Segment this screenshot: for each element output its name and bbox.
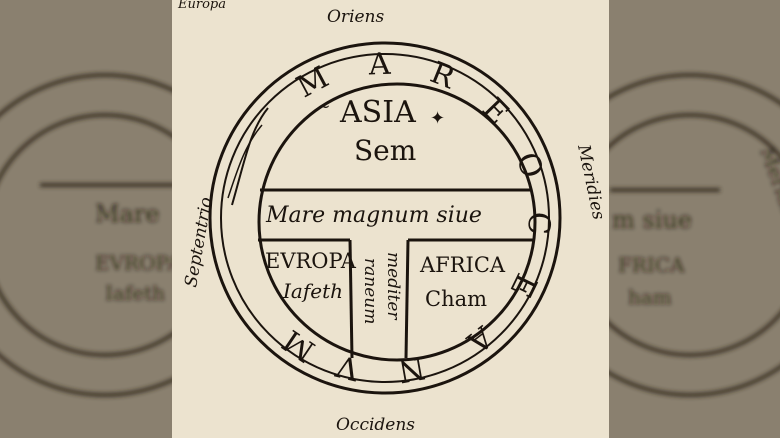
europe-son-label: Iafeth <box>282 279 343 303</box>
asia-flourish-left: ~ <box>317 97 330 116</box>
sea-label-raneum: raneum <box>360 258 380 324</box>
asia-flourish-right: ✦ <box>430 108 445 129</box>
left-blur-europa: EVROPA <box>95 251 182 275</box>
left-blur-iafeth: Iafeth <box>105 281 165 305</box>
right-blur-cham: ham <box>628 285 672 309</box>
ocean-letter: C <box>521 211 557 235</box>
sea-label-line1: Mare magnum siue <box>265 203 482 228</box>
europe-label: EVROPA <box>265 249 357 273</box>
wave-stroke-2 <box>227 124 263 199</box>
direction-west: Occidens <box>336 415 415 435</box>
asia-label: ASIA <box>339 95 416 130</box>
ocean-letter: N <box>396 350 428 389</box>
africa-son-label: Cham <box>425 287 487 311</box>
t-stem-right-line <box>404 239 410 359</box>
wave-stroke-1 <box>231 107 269 206</box>
t-stem-left-line <box>348 239 354 359</box>
world-circle <box>257 82 537 362</box>
map-drawing: Europa Oriens Occidens Septentrio Meridi… <box>177 0 609 435</box>
ocean-letter: A <box>367 47 391 83</box>
africa-label: AFRICA <box>419 253 506 277</box>
direction-east: Oriens <box>327 7 385 27</box>
sea-label-mediter: mediter <box>383 252 403 320</box>
right-blur-siue: m siue <box>612 206 692 234</box>
top-caption: Europa <box>177 0 226 12</box>
asia-son-label: Sem <box>354 134 416 167</box>
outer-ocean-ring <box>208 41 562 395</box>
left-blur-mare: Mare <box>95 200 160 228</box>
right-blur-africa: FRICA <box>618 253 685 277</box>
outer-ocean-ring-inner-line <box>220 53 550 383</box>
